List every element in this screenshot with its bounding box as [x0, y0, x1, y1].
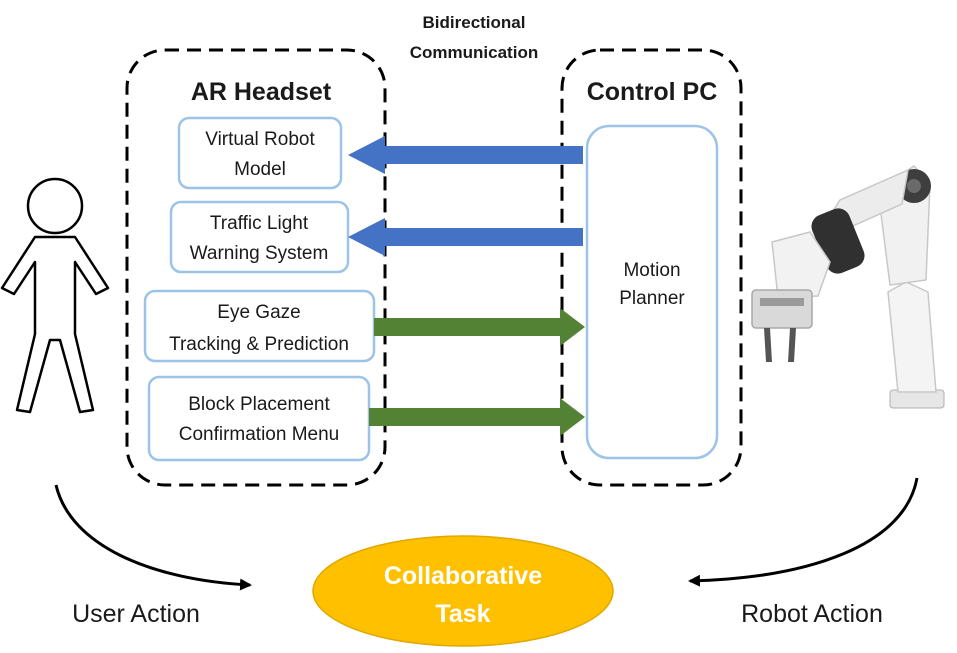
module-block-placement-menu-line1: Block Placement [188, 394, 330, 415]
arrow-from-block-placement-menu [369, 398, 585, 436]
module-virtual-robot-model-line2: Model [234, 159, 286, 180]
module-block-placement-menu [147, 375, 371, 462]
control-pc-container [560, 48, 743, 487]
module-eye-gaze-tracking-line1: Eye Gaze [217, 302, 300, 323]
arrow-to-traffic-light-warning [348, 218, 583, 256]
collaborative-task-line1: Collaborative [384, 562, 542, 590]
module-block-placement-menu-line2: Confirmation Menu [179, 424, 340, 445]
module-traffic-light-warning-line2: Warning System [190, 243, 329, 264]
motion-planner-line1: Motion [623, 260, 680, 281]
robot-action-label: Robot Action [741, 600, 883, 628]
user-action-label: User Action [72, 600, 200, 628]
arrow-from-eye-gaze-tracking [374, 308, 585, 346]
control-pc-label: Control PC [587, 78, 718, 106]
collaborative-task-node [312, 535, 614, 647]
motion-planner-box [585, 124, 719, 460]
user-action-arrow [54, 484, 252, 591]
module-virtual-robot-model [177, 116, 343, 190]
user-figure-icon [0, 177, 110, 414]
arrow-to-virtual-robot-model [348, 136, 583, 174]
diagram-title-line2: Communication [410, 43, 538, 62]
ar-headset-container [125, 48, 387, 487]
ar-headset-label: AR Headset [191, 78, 332, 106]
module-eye-gaze-tracking-line2: Tracking & Prediction [169, 334, 349, 355]
diagram-title-line1: Bidirectional [423, 13, 526, 32]
robot-arm-icon [751, 165, 945, 409]
collaborative-task-line2: Task [435, 600, 490, 628]
module-virtual-robot-model-line1: Virtual Robot [205, 129, 315, 150]
module-traffic-light-warning-line1: Traffic Light [210, 213, 309, 234]
robot-action-arrow [688, 477, 919, 587]
motion-planner-line2: Planner [619, 288, 685, 309]
